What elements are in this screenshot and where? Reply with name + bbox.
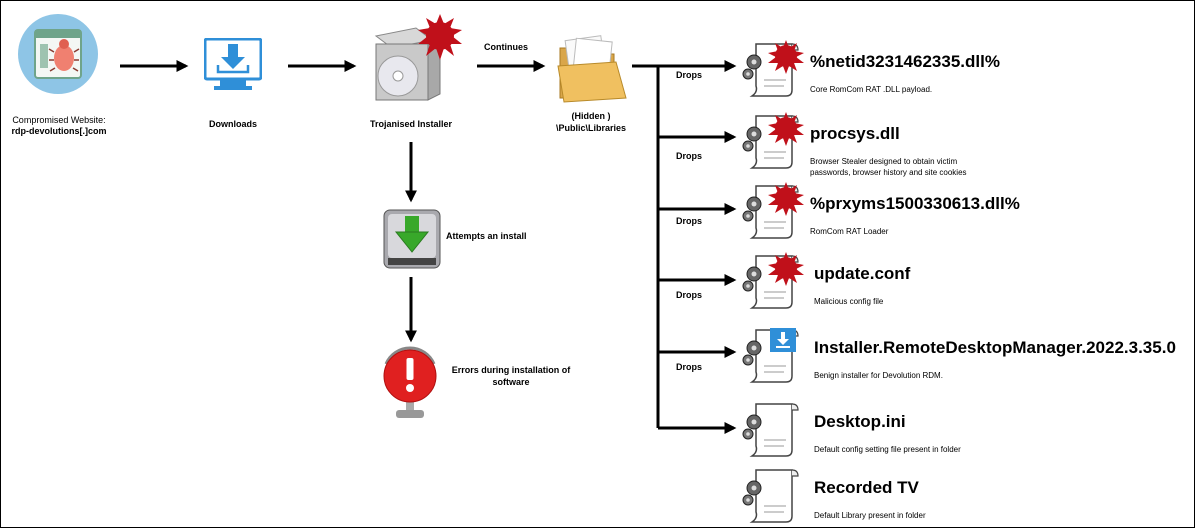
website-caption: Compromised Website:: [12, 115, 106, 125]
drops-label: Drops: [676, 70, 703, 80]
file-description-line: Core RomCom RAT .DLL payload.: [810, 85, 933, 94]
file-name: %netid3231462335.dll%: [810, 52, 1000, 71]
file-description: Malicious config file: [814, 296, 883, 307]
downloads-label: Downloads: [208, 119, 257, 129]
compromised-website-icon: [18, 14, 98, 94]
script-file-icon: [742, 328, 799, 383]
folder-line1: (Hidden ): [571, 111, 611, 121]
continues-label: Continues: [484, 42, 528, 52]
script-file-icon: [742, 469, 799, 523]
virus-icon: [768, 252, 804, 286]
file-description-line: RomCom RAT Loader: [810, 227, 889, 236]
virus-icon: [768, 112, 804, 146]
script-file-icon: [742, 182, 804, 239]
file-name: Recorded TV: [814, 478, 919, 497]
drops-label: Drops: [676, 290, 703, 300]
script-file-icon: [742, 40, 804, 97]
virus-icon: [768, 182, 804, 216]
file-description: Default config setting file present in f…: [814, 444, 961, 455]
website-domain: rdp-devolutions[.]com: [11, 126, 107, 136]
attempt-label: Attempts an install: [446, 231, 527, 241]
file-description-line: Malicious config file: [814, 297, 884, 306]
file-description-line: Benign installer for Devolution RDM.: [814, 371, 943, 380]
script-file-icon: [742, 252, 804, 309]
script-file-icon: [742, 112, 804, 169]
file-description: Core RomCom RAT .DLL payload.: [810, 84, 932, 95]
drops-label: Drops: [676, 216, 703, 226]
file-description-line: passwords, browser history and site cook…: [810, 168, 967, 177]
folder-icon: [557, 35, 627, 103]
file-name: procsys.dll: [810, 124, 900, 143]
file-name: Desktop.ini: [814, 412, 906, 431]
script-file-icon: [742, 403, 799, 457]
error-icon: [383, 346, 437, 418]
folder-line2: \Public\Libraries: [555, 123, 627, 133]
file-description: Browser Stealer designed to obtain victi…: [810, 156, 967, 178]
file-description: Benign installer for Devolution RDM.: [814, 370, 943, 381]
file-description: RomCom RAT Loader: [810, 226, 888, 237]
install-drive-icon: [383, 209, 441, 269]
download-icon: [204, 38, 262, 90]
error-line2: software: [492, 377, 530, 387]
file-name: %prxyms1500330613.dll%: [810, 194, 1020, 213]
drops-label: Drops: [676, 362, 703, 372]
file-description-line: Default Library present in folder: [814, 511, 926, 520]
file-name: update.conf: [814, 264, 911, 283]
file-name: Installer.RemoteDesktopManager.2022.3.35…: [814, 338, 1176, 357]
download-icon: [770, 328, 796, 352]
trojanised-installer-icon: [374, 14, 462, 101]
installer-label: Trojanised Installer: [369, 119, 453, 129]
file-description: Default Library present in folder: [814, 510, 926, 521]
virus-icon: [768, 40, 804, 74]
file-description-line: Default config setting file present in f…: [814, 445, 961, 454]
error-line1: Errors during installation of: [451, 365, 571, 375]
drops-label: Drops: [676, 151, 703, 161]
file-description-line: Browser Stealer designed to obtain victi…: [810, 157, 958, 166]
